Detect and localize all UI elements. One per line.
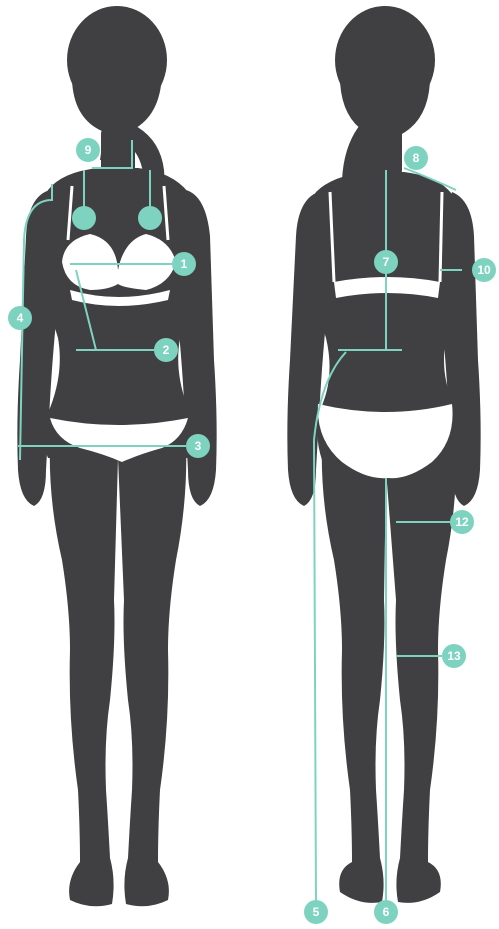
marker-4: 4 — [8, 306, 32, 330]
front-left-leg — [50, 440, 118, 906]
marker-8: 8 — [404, 146, 428, 170]
svg-text:4: 4 — [17, 311, 24, 325]
svg-text:10: 10 — [477, 263, 491, 277]
front-torso — [38, 168, 199, 458]
svg-text:9: 9 — [85, 143, 92, 157]
marker-9: 9 — [76, 138, 100, 162]
marker-5: 5 — [304, 900, 328, 924]
back-left-leg — [322, 440, 386, 903]
marker-1: 1 — [172, 252, 196, 276]
bust-point-left-dot — [72, 206, 96, 230]
svg-text:6: 6 — [383, 905, 390, 919]
marker-2: 2 — [154, 338, 178, 362]
front-right-leg — [118, 440, 186, 906]
marker-10: 10 — [472, 258, 496, 282]
back-right-leg — [386, 440, 456, 903]
back-bra-strap-right — [440, 192, 442, 282]
bust-point-right-dot — [138, 206, 162, 230]
marker-3: 3 — [186, 434, 210, 458]
svg-text:13: 13 — [447, 649, 461, 663]
svg-text:3: 3 — [195, 439, 202, 453]
marker-6: 6 — [374, 900, 398, 924]
svg-text:5: 5 — [313, 905, 320, 919]
svg-text:8: 8 — [413, 151, 420, 165]
marker-7: 7 — [374, 250, 398, 274]
front-figure — [17, 6, 216, 906]
marker-13: 13 — [442, 644, 466, 668]
svg-text:1: 1 — [181, 257, 188, 271]
svg-text:12: 12 — [455, 515, 469, 529]
marker-12: 12 — [450, 510, 474, 534]
svg-text:2: 2 — [163, 343, 170, 357]
svg-text:7: 7 — [383, 255, 390, 269]
